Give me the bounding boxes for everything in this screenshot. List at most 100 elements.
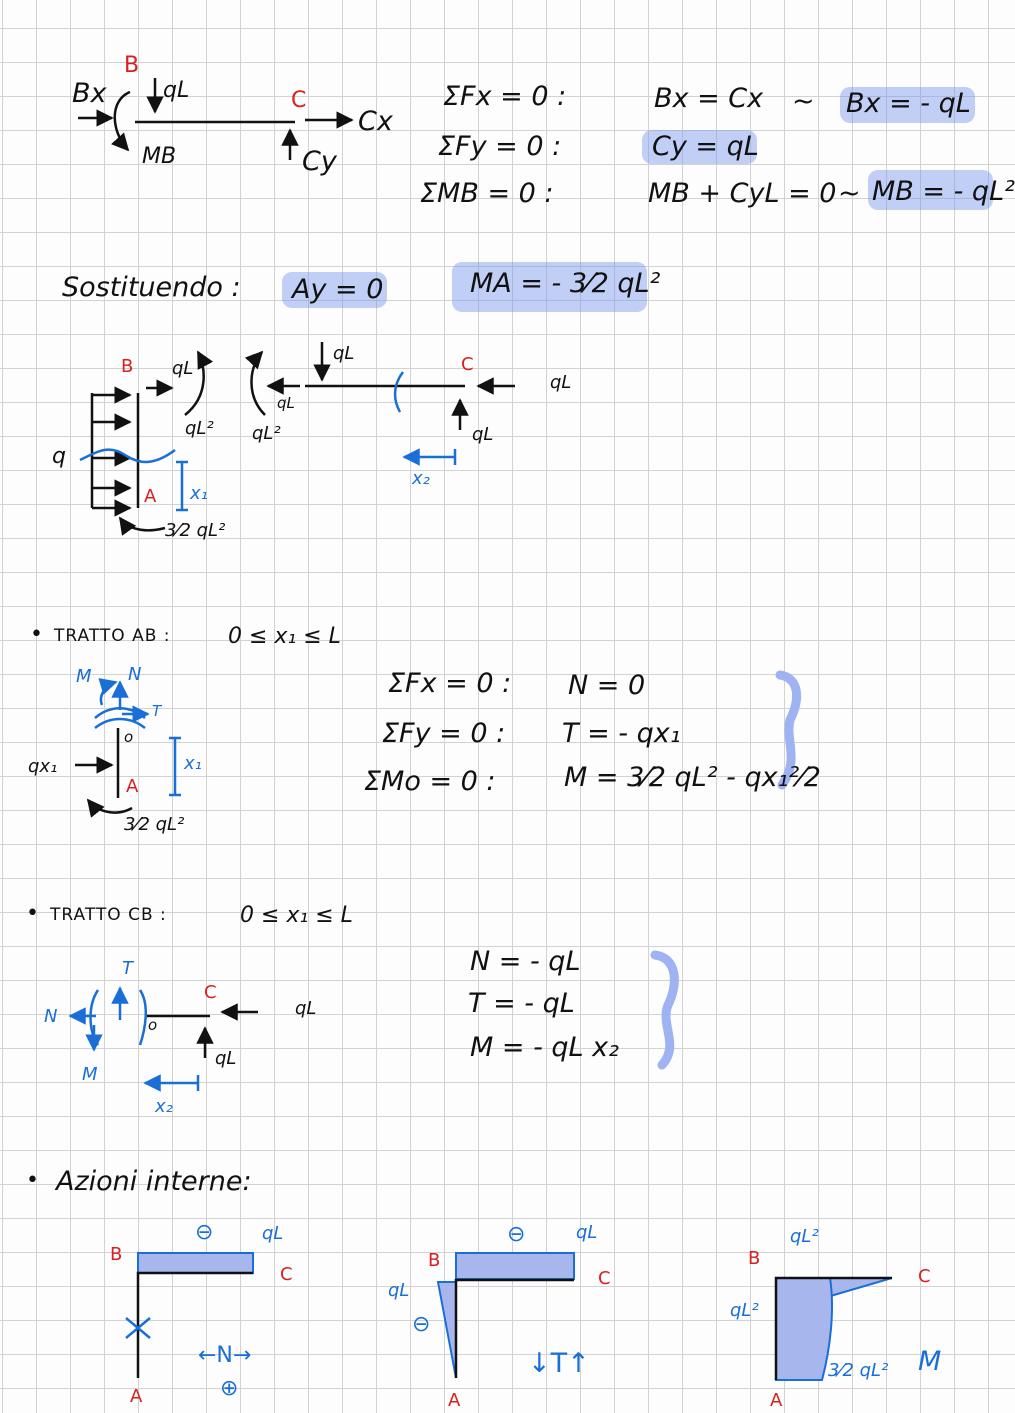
brace-ab [775, 670, 802, 790]
ab-eq1-rhs: N = 0 [568, 670, 646, 701]
m-ql2-left: qL² [730, 1300, 759, 1321]
eq3-res: MB = - qL² [872, 176, 1015, 207]
cb-x2: x₂ [155, 1096, 173, 1117]
b2-ql-right: qL [550, 372, 572, 393]
b2-label-c: C [461, 354, 474, 375]
b2-ql2-left: qL² [252, 423, 281, 444]
ay-result: Ay = 0 [292, 274, 384, 305]
free-body-diagram-split [90, 342, 515, 536]
b2-ql-top: qL [172, 358, 194, 379]
ab-label-o: o [124, 728, 134, 746]
n-label-c: C [280, 1264, 293, 1285]
ab-label-n: N [128, 664, 142, 685]
ab-label-x1: x₁ [184, 753, 202, 774]
split-blue-marks [79, 371, 457, 512]
ab-moment: 3⁄2 qL² [124, 814, 185, 835]
label-cy: Cy [302, 146, 337, 177]
cb-ql-up: qL [215, 1048, 237, 1069]
highlight-cy [642, 130, 757, 164]
n-axis-label: ←N→ [198, 1343, 252, 1368]
b2-ql-mid: qL [333, 343, 355, 364]
cb-label-t: T [122, 958, 133, 979]
free-body-diagram-bc [78, 78, 354, 160]
m-label-b: B [748, 1248, 761, 1269]
sostituendo-label: Sostituendo : [62, 272, 241, 303]
cb-eq1: N = - qL [470, 946, 581, 977]
n-label-a: A [130, 1386, 143, 1407]
eq2-lhs: ΣFy = 0 : [438, 131, 562, 162]
t-ql-left: qL [388, 1280, 410, 1301]
ab-label-t: T [152, 702, 162, 720]
tratto-cb-range: 0 ≤ x₁ ≤ L [240, 903, 353, 928]
cb-eq3: M = - qL x₂ [470, 1032, 619, 1063]
cb-label-o: o [148, 1016, 158, 1034]
ma-result: MA = - 3⁄2 qL² [470, 268, 661, 299]
eq1-rhs: Bx = Cx [654, 83, 764, 114]
m-axis-label: M [918, 1346, 942, 1377]
m-ql2-top: qL² [790, 1226, 819, 1247]
b2-label-b: B [121, 356, 134, 377]
cb-label-n: N [44, 1006, 58, 1027]
m-ql2-bottom: 3⁄2 qL² [828, 1360, 889, 1381]
eq3-rhs: MB + CyL = 0 [648, 178, 837, 209]
ab-label-m: M [76, 666, 92, 687]
n-minus-sign: ⊖ [195, 1220, 214, 1245]
eq3-lhs: ΣMB = 0 : [420, 178, 554, 209]
cb-label-m: M [82, 1064, 98, 1085]
cb-ql-right: qL [295, 998, 317, 1019]
ab-label-qx1: qx₁ [28, 756, 58, 777]
b2-ql-up: qL [472, 424, 494, 445]
tratto-ab-blue [94, 678, 181, 797]
tratto-cb-blue [68, 986, 200, 1092]
label-mb: MB [142, 144, 177, 169]
ab-eq1-lhs: ΣFx = 0 : [388, 668, 512, 699]
tratto-ab-range: 0 ≤ x₁ ≤ L [228, 624, 341, 649]
cb-label-c: C [204, 982, 217, 1003]
m-diagram [774, 1276, 893, 1381]
label-ql: qL [163, 78, 190, 103]
t-label-a: A [448, 1390, 461, 1411]
eq2-res: Cy = qL [652, 131, 759, 162]
n-label-b: B [110, 1244, 123, 1265]
n-ql: qL [262, 1223, 284, 1244]
azioni-bullet: • [26, 1168, 39, 1193]
t-minus-left: ⊖ [412, 1312, 431, 1337]
b2-label-a: A [144, 486, 157, 507]
highlight-ma [452, 262, 647, 312]
tratto-ab-diagram [75, 728, 133, 818]
n-diagram [125, 1252, 254, 1378]
brace-cb [650, 950, 679, 1070]
ab-eq2-rhs: T = - qx₁ [562, 718, 681, 749]
b2-ql-small: qL [277, 394, 295, 412]
b2-x2: x₂ [412, 468, 430, 489]
t-label-c: C [598, 1268, 611, 1289]
azioni-title: Azioni interne: [56, 1166, 252, 1197]
tratto-cb-diagram [145, 1003, 258, 1058]
b2-ql2-right: qL² [185, 418, 214, 439]
t-ql-top: qL [576, 1222, 598, 1243]
t-minus-top: ⊖ [507, 1222, 526, 1247]
ab-eq3-lhs: ΣMo = 0 : [364, 766, 496, 797]
ab-eq3-rhs: M = 3⁄2 qL² - qx₁²⁄2 [564, 762, 821, 793]
ab-eq2-lhs: ΣFy = 0 : [382, 718, 506, 749]
label-c: C [291, 88, 307, 113]
tratto-ab-bullet: • [30, 622, 43, 647]
b2-moment-a: 3⁄2 qL² [165, 520, 226, 541]
ab-label-a: A [126, 776, 139, 797]
tratto-cb-title: TRATTO CB : [50, 905, 167, 925]
t-diagram [436, 1252, 575, 1379]
n-plus-sign: ⊕ [220, 1376, 239, 1401]
highlight-ay [282, 272, 387, 308]
eq3-arrow: ~ [838, 178, 861, 209]
m-label-c: C [918, 1266, 931, 1287]
t-label-b: B [428, 1250, 441, 1271]
label-bx: Bx [72, 78, 107, 109]
label-b: B [124, 53, 140, 78]
tratto-ab-title: TRATTO AB : [54, 626, 171, 646]
highlight-bx [840, 87, 975, 123]
m-label-a: A [770, 1390, 783, 1411]
eq1-lhs: ΣFx = 0 : [443, 81, 567, 112]
eq1-arrow: ~ [792, 86, 815, 117]
highlight-mb [868, 170, 993, 210]
